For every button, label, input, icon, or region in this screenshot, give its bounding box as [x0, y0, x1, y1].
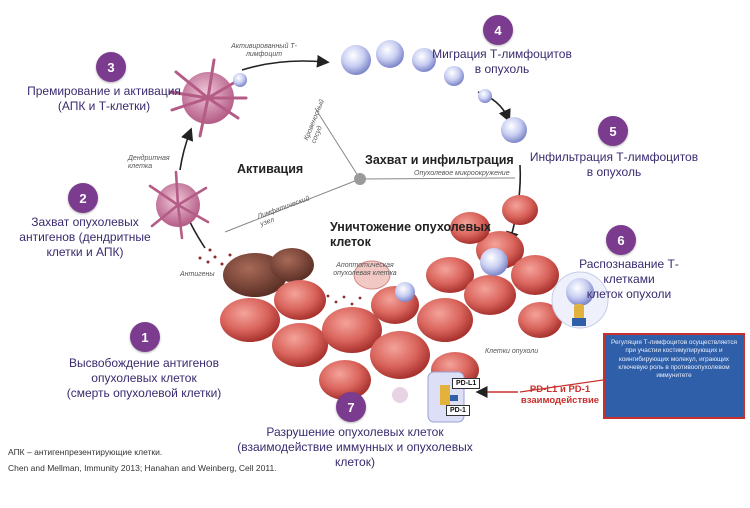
pd1-tag: PD-1: [446, 405, 470, 416]
step-1-label-line: (смерть опухолевой клетки): [66, 386, 222, 400]
phase-activation: Активация: [237, 162, 304, 176]
step-6-label-line: Распознавание Т-клетками: [579, 257, 679, 286]
dead-tumor-cell: [270, 248, 314, 282]
step-5-label-line: Инфильтрация Т-лимфоцитов: [529, 150, 699, 164]
step-7-badge: 7: [336, 392, 366, 422]
pd-interaction-label: PD-L1 и PD-1 взаимодействие: [518, 384, 602, 407]
lymphocyte-cell: [478, 89, 492, 103]
step-2-label: Захват опухолевых антигенов (дендритные …: [10, 215, 160, 260]
step-2-label-line: Захват опухолевых: [31, 215, 139, 229]
step-3-badge: 3: [96, 52, 126, 82]
lymphocyte-cell: [376, 40, 404, 68]
apoptotic-label: Апоптотическая опухолевая клетка: [333, 262, 397, 277]
arrow-priming-to-migration: [241, 54, 330, 71]
lymphocyte-cell: [444, 66, 464, 86]
center-node: [354, 173, 366, 185]
microenv-label: Опухолевое микроокружение: [414, 170, 510, 177]
pd-interaction-line: взаимодействие: [520, 395, 600, 407]
step-3-label-line: Премирование и активация: [27, 84, 181, 98]
step-7-label: Разрушение опухолевых клеток (взаимодейс…: [220, 425, 490, 470]
abbreviation-note: АПК – антигенпрезентирующие клетки.: [8, 447, 163, 457]
tumor-cells-label: Клетки опухоли: [485, 348, 539, 355]
references: Chen and Mellman, Immunity 2013; Hanahan…: [8, 463, 277, 473]
divider-to-lymph: [224, 178, 361, 233]
step-4-badge: 4: [483, 15, 513, 45]
step-7-label-line: (взаимодействие иммунных и опухолевых кл…: [237, 440, 473, 469]
step-1-badge: 1: [130, 322, 160, 352]
step-1-label: Высвобождение антигенов опухолевых клето…: [52, 356, 236, 401]
step-7-label-line: Разрушение опухолевых клеток: [266, 425, 444, 439]
step-1-label-line: опухолевых клеток: [91, 371, 197, 385]
pd-interaction-line: PD-L1 и PD-1: [529, 384, 591, 395]
step-2-label-line: клетки и АПК): [46, 245, 124, 259]
connector-box-to-pd: [519, 379, 604, 393]
lymphocyte-cell: [341, 45, 371, 75]
step-5-label: Инфильтрация Т-лимфоцитов в опухоль: [528, 150, 700, 180]
tumor-cell-mass: [220, 195, 562, 400]
step-4-label-line: Миграция Т-лимфоцитов: [432, 47, 572, 61]
divider-to-vessel: [314, 107, 361, 180]
dendritic-cell: [148, 170, 210, 240]
antigens-label: Антигены: [180, 271, 215, 278]
step-6-label-line: клеток опухоли: [586, 287, 672, 301]
apoptotic-tumor-cell: [353, 260, 391, 290]
step-5-badge: 5: [598, 116, 628, 146]
step-2-label-line: антигенов (дендритные: [19, 230, 151, 244]
lymphocyte-cell: [395, 282, 415, 302]
lymphocyte-cell: [501, 117, 527, 143]
lymphocyte-cell: [480, 248, 508, 276]
lymphocyte-cell: [412, 48, 436, 72]
dendritic-label: Дендритная клетка: [128, 155, 170, 170]
t-cell-regulation-info-box: Регуляция Т-лимфоцитов осуществляется пр…: [603, 333, 745, 419]
step-4-label-line: в опухоль: [474, 62, 530, 76]
phase-destruction: Уничтожение опухолевых клеток: [330, 220, 505, 250]
activated-t-label: Активированный Т-лимфоцит: [231, 43, 297, 58]
step-3-label: Премирование и активация (АПК и Т-клетки…: [20, 84, 188, 114]
step-4-label: Миграция Т-лимфоцитов в опухоль: [432, 47, 572, 77]
step-5-label-line: в опухоль: [586, 165, 642, 179]
pdl1-tag: PD-L1: [452, 378, 481, 389]
step-6-label: Распознавание Т-клетками клеток опухоли: [554, 257, 704, 302]
phase-destruction-line: клеток: [330, 235, 371, 249]
phase-capture: Захват и инфильтрация: [365, 153, 514, 167]
arrow-capture-to-priming: [179, 127, 194, 171]
recognition-illustration: [551, 271, 609, 329]
phase-destruction-line: Уничтожение опухолевых: [330, 220, 491, 234]
activated-dendritic-cell: [168, 58, 248, 138]
step-2-badge: 2: [68, 183, 98, 213]
step-1-label-line: Высвобождение антигенов: [69, 356, 219, 370]
step-3-label-line: (АПК и Т-клетки): [57, 99, 151, 113]
divider-to-right: [359, 177, 516, 180]
step-6-badge: 6: [606, 225, 636, 255]
